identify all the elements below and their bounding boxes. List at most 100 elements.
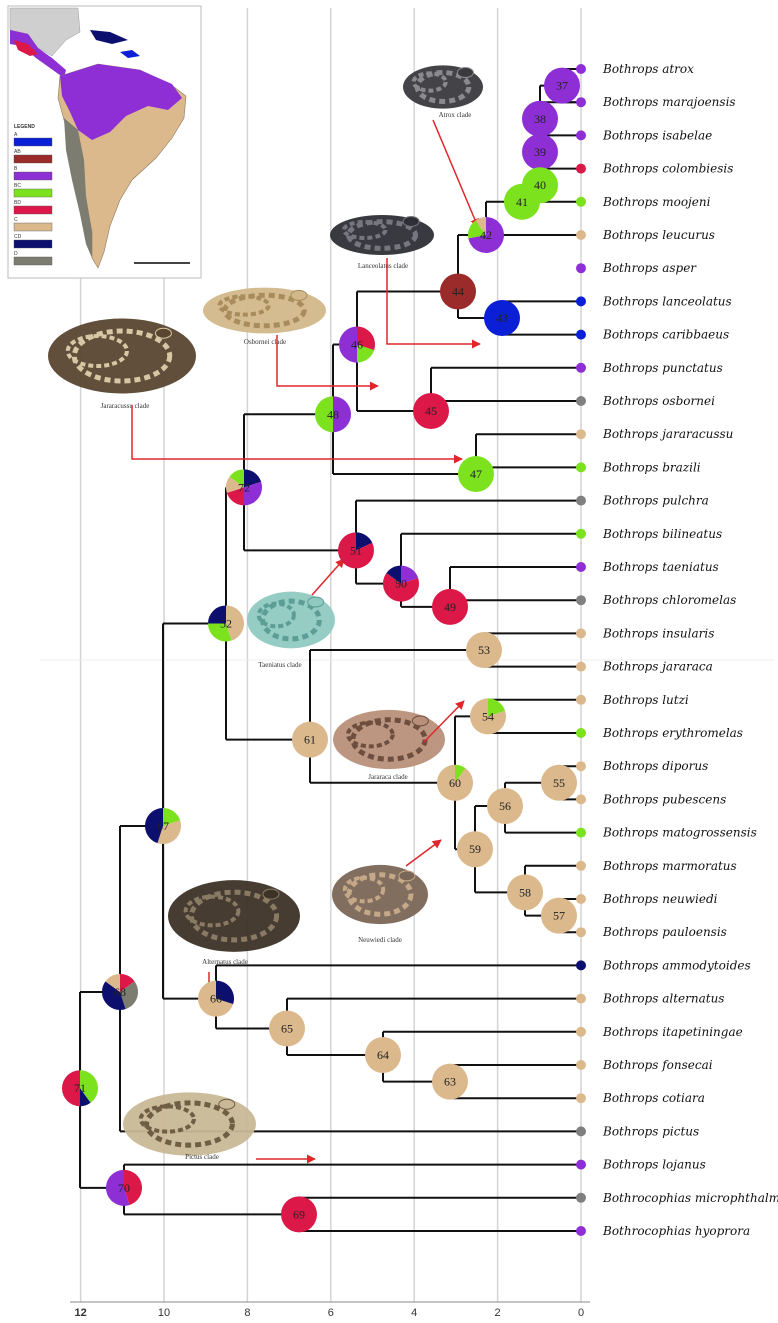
node-label: 51 — [350, 543, 362, 557]
taxon-label: Bothrops lutzi — [602, 693, 689, 707]
node-label: 59 — [469, 842, 481, 856]
taxon-label: Bothrops insularis — [602, 626, 714, 640]
node-pie-66: 66 — [198, 981, 234, 1017]
snake-photo-taeniatus: Taeniatus clade — [247, 592, 335, 669]
taxon-label: Bothrops atrox — [602, 62, 694, 76]
clade-arrow — [132, 405, 462, 459]
node-label: 48 — [327, 407, 339, 421]
tip-marker — [576, 462, 586, 472]
node-pie-56: 56 — [487, 788, 523, 824]
clade-caption: Jararacussu clade — [101, 402, 150, 410]
taxon-label: Bothrops brazili — [602, 460, 701, 474]
tip-marker — [576, 164, 586, 174]
map-inset: LEGENDAABBBCBDCCDD — [8, 6, 201, 278]
map-scale-bar — [134, 262, 190, 264]
tip-marker — [576, 695, 586, 705]
tip-marker — [576, 662, 586, 672]
axis-tick-label: 2 — [495, 1307, 501, 1319]
node-pie-71: 71 — [62, 1070, 98, 1106]
node-label: 53 — [478, 643, 490, 657]
taxon-label: Bothrops marajoensis — [602, 95, 736, 109]
node-label: 38 — [534, 112, 546, 126]
snake-photo-jararacussu: Jararacussu clade — [48, 319, 196, 411]
taxon-label: Bothrops pauloensis — [602, 925, 727, 939]
node-pie-68: 68 — [102, 974, 138, 1010]
tip-marker — [576, 230, 586, 240]
taxon-label: Bothrops punctatus — [602, 361, 723, 375]
node-pie-47: 47 — [458, 456, 494, 492]
node-label: 43 — [496, 311, 508, 325]
node-pie-59: 59 — [457, 831, 493, 867]
snake-head — [399, 871, 415, 881]
node-label: 47 — [470, 467, 482, 481]
node-label: 44 — [452, 284, 464, 298]
legend-swatch — [14, 138, 52, 146]
node-label: 54 — [482, 709, 494, 723]
clade-caption: Neuwiedi clade — [358, 936, 402, 944]
taxon-label: Bothrops lojanus — [602, 1158, 706, 1172]
snake-photo-osbornei: Osbornei clade — [203, 288, 326, 346]
taxon-label: Bothrops fonsecai — [602, 1058, 713, 1072]
taxon-label: Bothrops alternatus — [602, 992, 724, 1006]
clade-caption: Taeniatus clade — [258, 661, 301, 669]
snake-photo-atrox: Atrox clade — [403, 65, 483, 119]
axis-tick-label: 10 — [158, 1307, 170, 1319]
legend-swatch — [14, 257, 52, 265]
node-label: 70 — [118, 1181, 130, 1195]
node-label: 64 — [377, 1048, 389, 1062]
node-pie-60: 60 — [437, 765, 473, 801]
node-label: 63 — [444, 1075, 456, 1089]
legend-key: CD — [14, 234, 22, 240]
clade-caption: Lanceolatus clade — [358, 262, 408, 270]
node-pie-55: 55 — [541, 765, 577, 801]
tip-marker — [576, 1160, 586, 1170]
tip-marker — [576, 894, 586, 904]
taxon-label: Bothrops isabelae — [602, 128, 712, 142]
clade-caption: Alternatus clade — [202, 958, 248, 966]
legend-key: D — [14, 251, 18, 257]
tip-marker — [576, 628, 586, 638]
node-label: 37 — [556, 79, 568, 93]
tip-marker — [576, 1193, 586, 1203]
tip-marker — [576, 97, 586, 107]
node-label: 52 — [220, 616, 232, 630]
snake-photo-alternatus: Alternatus clade — [168, 880, 300, 966]
node-pie-52: 52 — [208, 605, 244, 641]
tip-marker — [576, 1226, 586, 1236]
node-label: 42 — [480, 228, 492, 242]
node-pie-50: 50 — [383, 566, 419, 602]
taxon-label: Bothrops pictus — [602, 1124, 699, 1138]
node-label: 66 — [210, 992, 222, 1006]
taxon-label: Bothrops jararaca — [602, 660, 713, 674]
node-pie-58: 58 — [507, 874, 543, 910]
node-label: 49 — [444, 600, 456, 614]
snake-head — [263, 889, 279, 899]
node-label: 69 — [293, 1207, 305, 1221]
taxon-label: Bothrops bilineatus — [602, 527, 722, 541]
node-label: 50 — [395, 577, 407, 591]
node-label: 71 — [74, 1081, 86, 1095]
tip-marker — [576, 263, 586, 273]
tip-marker — [576, 130, 586, 140]
node-pie-70: 70 — [106, 1170, 142, 1206]
node-pie-72: 72 — [226, 469, 262, 505]
node-pie-64: 64 — [365, 1037, 401, 1073]
tip-marker — [576, 396, 586, 406]
node-label: 55 — [553, 776, 565, 790]
tip-marker — [576, 429, 586, 439]
node-pie-41: 41 — [504, 184, 540, 220]
node-pie-44: 44 — [440, 273, 476, 309]
node-pie-38: 38 — [522, 101, 558, 137]
taxon-label: Bothrops marmoratus — [602, 859, 737, 873]
node-pie-46: 46 — [339, 327, 375, 363]
taxon-label: Bothrops taeniatus — [602, 560, 719, 574]
tip-marker — [576, 1093, 586, 1103]
snake-head — [403, 216, 419, 226]
snake-head — [308, 597, 324, 607]
tip-marker — [576, 296, 586, 306]
node-pie-45: 45 — [413, 393, 449, 429]
node-label: 72 — [238, 480, 250, 494]
tip-marker — [576, 828, 586, 838]
